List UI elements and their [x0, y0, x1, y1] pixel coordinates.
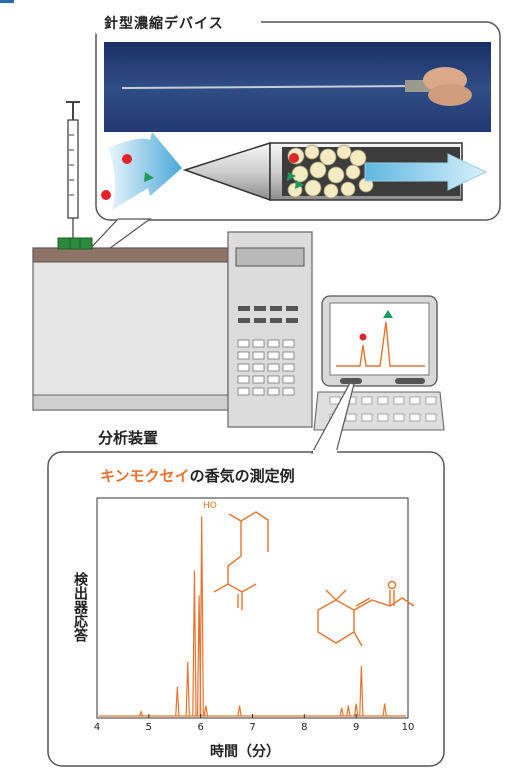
result-title-highlight: キンモクセイ	[100, 467, 190, 485]
molecule-green	[383, 310, 393, 318]
chart-marks	[96, 516, 409, 718]
chart-plot-area	[96, 497, 409, 719]
monitor-button	[340, 378, 362, 384]
monitor-chromatogram	[336, 321, 425, 367]
chromatogram-peak	[199, 516, 204, 717]
instrument-label: 分析装置	[98, 429, 159, 447]
gc-keypad	[238, 306, 298, 323]
gc-oven	[32, 247, 229, 411]
x-tick-label: 8	[301, 722, 308, 733]
x-tick-label: 4	[93, 722, 101, 733]
molecule-red	[122, 154, 132, 164]
molecule-red	[101, 190, 111, 200]
molecule-red	[289, 153, 299, 163]
chromatogram-peak	[185, 661, 190, 717]
chart-y-axis-label: 検出器応答	[72, 572, 88, 642]
result-panel-title: キンモクセイの香気の測定例	[100, 465, 295, 486]
gc-buttons	[237, 339, 295, 396]
chromatogram-peak	[138, 710, 144, 717]
device-panel-title-bg	[96, 10, 261, 34]
accent-bar	[0, 0, 14, 3]
chromatogram-peak	[339, 707, 344, 717]
chromatogram-peak	[359, 666, 364, 717]
ionone-structure	[317, 580, 415, 647]
x-tick-label: 5	[145, 722, 153, 733]
chromatogram-peak	[353, 703, 359, 717]
molecule-red	[359, 333, 367, 341]
gc-display	[235, 247, 305, 267]
injector-port	[57, 237, 93, 250]
molecule-green	[144, 172, 154, 182]
chromatogram-peak	[192, 570, 197, 717]
molecule-green	[295, 180, 304, 189]
monitor-screen	[329, 302, 430, 376]
result-title-rest: の香気の測定例	[189, 467, 295, 485]
molecule-green	[287, 172, 296, 181]
outflow-arrow	[364, 153, 488, 191]
monitor-button	[395, 378, 425, 384]
photo-finger-2	[428, 84, 472, 106]
x-tick-label: 9	[352, 722, 360, 733]
photo-needle	[121, 85, 421, 89]
chromatogram-peak	[203, 705, 209, 717]
chart-x-axis-label: 時間（分）	[210, 744, 280, 760]
x-tick-label: 7	[249, 722, 256, 733]
chromatogram-peak	[382, 703, 387, 717]
x-tick-label: 6	[197, 722, 204, 733]
linalool-structure	[213, 511, 269, 610]
inflow-arrow	[108, 132, 182, 210]
chromatogram-peak	[346, 705, 351, 717]
gc-top	[32, 247, 229, 263]
chromatogram-peak	[175, 686, 180, 717]
adsorbent-packing	[287, 144, 374, 199]
device-panel-title: 針型濃縮デバイス	[104, 16, 224, 32]
chromatogram-peak	[237, 705, 242, 717]
annotation-ho: HO	[203, 501, 217, 511]
gc-base	[32, 394, 229, 411]
x-tick-label: 10	[401, 722, 415, 733]
